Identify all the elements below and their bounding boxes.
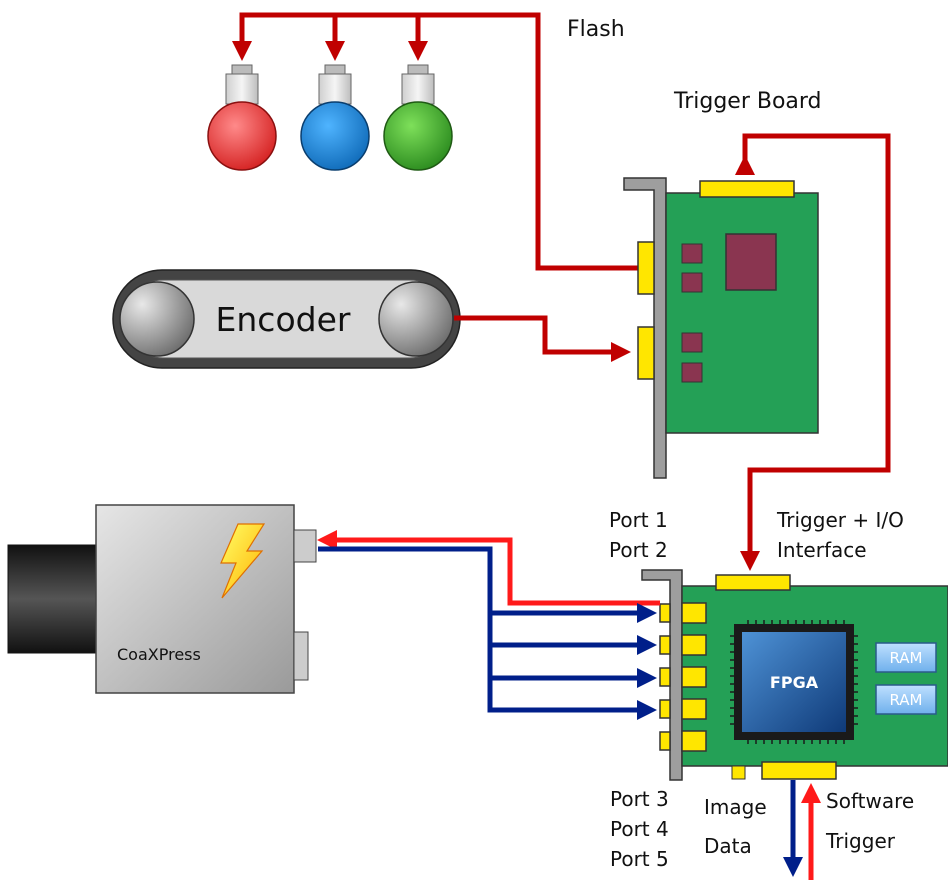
trigger-link-wire (735, 133, 891, 571)
lightning-icon (220, 523, 266, 599)
trigger-io-label-line1: Trigger + I/O (776, 508, 904, 532)
port-4-label: Port 4 (610, 817, 669, 841)
encoder: Encoder (112, 269, 461, 369)
coaxpress-ports (659, 602, 707, 752)
ram-1-label: RAM (889, 649, 922, 667)
flash-wires (232, 12, 640, 271)
software-trigger-label-line2: Trigger (825, 829, 896, 853)
trigger-io-connector (715, 574, 791, 591)
trigger-io-label-line2: Interface (777, 538, 867, 562)
image-data-label-line2: Data (704, 834, 752, 858)
pcie-edge-connector (761, 761, 837, 780)
trigger-board-label: Trigger Board (673, 89, 822, 114)
port-2-label: Port 2 (609, 538, 668, 562)
trigger-board-encoder-connector (637, 326, 655, 380)
image-data-label-line1: Image (704, 795, 767, 819)
trigger-board (623, 177, 819, 479)
encoder-label: Encoder (216, 300, 351, 339)
port-1-label: Port 1 (609, 508, 668, 532)
image-data-wires (318, 546, 657, 720)
flash-label: Flash (567, 17, 625, 42)
ram-2-label: RAM (889, 691, 922, 709)
coaxpress-camera: CoaXPress (7, 504, 317, 694)
fpga-chip: FPGA (730, 620, 858, 744)
trigger-board-flash-connector (637, 241, 655, 295)
flash-lamp-red (207, 64, 277, 171)
port-5-label: Port 5 (610, 847, 669, 871)
trigger-board-edge-connector (699, 180, 795, 198)
flash-lamp-green (383, 64, 453, 171)
frame-grabber-board: FPGA RAM RAM (641, 569, 948, 781)
flash-lamp-blue (300, 64, 370, 171)
encoder-wire (454, 315, 631, 362)
ram-module-1: RAM (875, 642, 937, 673)
camera-label: CoaXPress (117, 645, 201, 664)
software-trigger-label-line1: Software (826, 789, 914, 813)
camera-control-wire (317, 530, 660, 606)
port-3-label: Port 3 (610, 787, 669, 811)
ram-module-2: RAM (875, 684, 937, 715)
fpga-label: FPGA (770, 673, 819, 692)
